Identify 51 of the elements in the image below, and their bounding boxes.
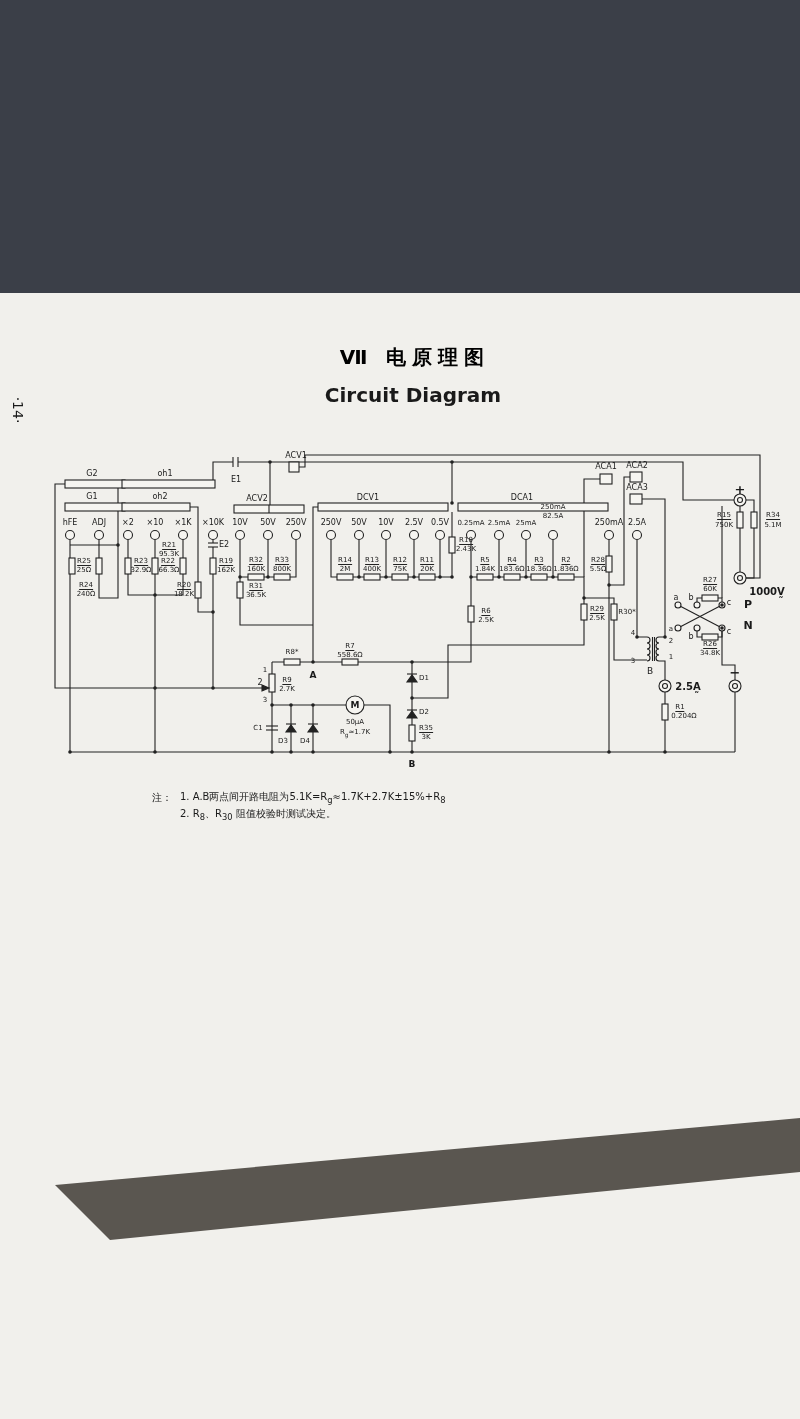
terminal-label: 1000V̰ [749,587,785,597]
switch-label: DCA1 [510,494,534,502]
switch-label: oh1 [157,470,173,478]
terminal-label: 2.5A̰ [675,682,701,692]
switch-label: DCV1 [356,494,380,502]
page-number: ·14· [11,396,25,424]
switch-label: ACV2 [246,495,268,503]
switch-label: ACA2 [626,462,648,470]
range-label: ×10 [146,519,164,527]
component-label: B [646,666,654,676]
terminal-label: A [309,670,317,680]
range-label: 250V [320,519,342,527]
range-label: 2.5V [404,519,424,527]
switch-label: G1 [86,493,98,501]
switch-label: oh2 [152,493,168,501]
terminal-label: B [408,759,416,769]
range-label: 50V [351,519,367,527]
component-label: E2 [218,541,230,549]
range-label: 50V [260,519,276,527]
component-label: E1 [230,476,242,484]
switch-label: ACA3 [626,484,648,492]
subtitle: Circuit Diagram [324,385,502,405]
range-label: ×2 [122,519,134,527]
range-label: 10V [378,519,394,527]
range-label: ADJ [92,519,106,527]
range-label: ×10K [201,519,225,527]
terminal-label: b [688,633,694,641]
terminal-label: c [726,628,732,636]
terminal-label: b [688,594,694,602]
terminal-label: P [743,598,753,610]
switch-label: ACA1 [595,463,617,471]
terminal-label: c [726,599,732,607]
component-label: M [350,700,360,710]
range-label: 2.5A [627,519,647,527]
range-label: 10V [232,519,248,527]
note-text: 2. R$_{8}$、R$_{30}$ 阻值校验时测试决定。 [180,808,336,822]
terminal-label: 2 [257,679,263,687]
range-label: 0.5V [430,519,450,527]
range-label: ×1K [174,519,192,527]
range-label: 250mA [594,519,624,527]
terminal-label: + [734,482,746,496]
note-label: 注： [152,793,172,803]
range-label: hFE [62,519,78,527]
terminal-label: a [673,594,679,602]
terminal-label: N [743,619,753,631]
title: Ⅶ 电原理图 [339,343,491,371]
switch-label: ACV1 [285,452,307,460]
switch-label: G2 [86,470,98,478]
range-label: 250V [285,519,307,527]
note-text: 1. A.B两点间开路电阻为5.1K=R$_{g}$≈1.7K+2.7K±15%+R$_{8}$ [180,791,446,805]
terminal-label: − [729,665,741,679]
